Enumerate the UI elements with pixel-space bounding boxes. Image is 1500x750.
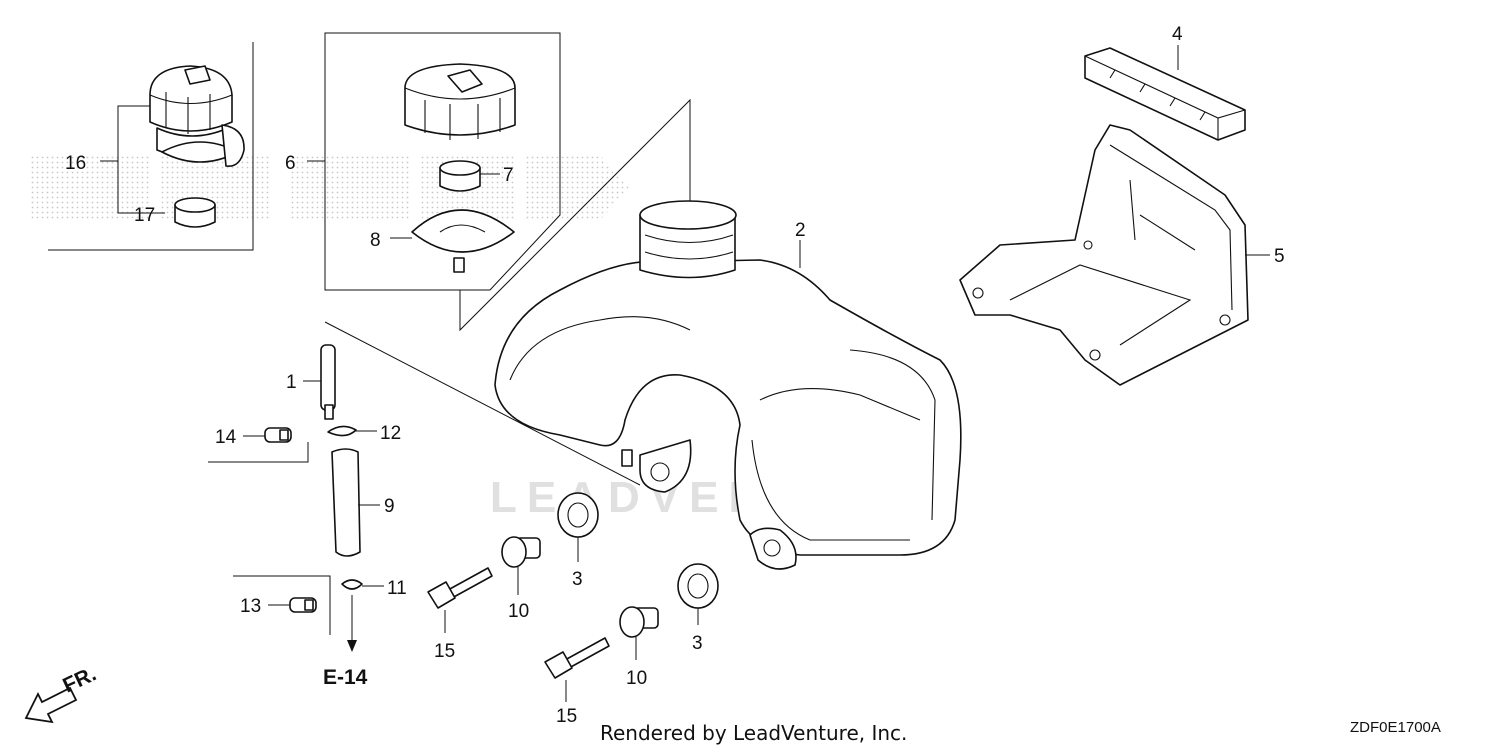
grommet-3-upper — [557, 492, 599, 538]
fuel-cap-16 — [149, 65, 245, 167]
bolt-15-upper — [427, 567, 493, 609]
diagram-code: ZDF0E1700A — [1350, 719, 1441, 736]
clip-12 — [327, 425, 357, 437]
filter-17 — [174, 197, 216, 228]
leader-16-17 — [117, 105, 165, 214]
kit-pointer-line — [459, 98, 691, 332]
callout-3-upper: 3 — [572, 569, 583, 590]
arrow-head-e14 — [347, 640, 357, 652]
callout-3-lower: 3 — [692, 633, 703, 654]
bracket-line-13 — [233, 575, 331, 635]
pointer-line-tank — [324, 321, 641, 486]
clamp-13 — [289, 597, 317, 613]
callout-11: 11 — [387, 578, 407, 599]
callout-4: 4 — [1172, 24, 1183, 45]
clip-11 — [341, 579, 363, 590]
reference-e14: E-14 — [323, 666, 368, 689]
fuel-filter-1 — [320, 344, 336, 420]
callout-5: 5 — [1274, 246, 1285, 267]
filter-7 — [439, 160, 481, 192]
callout-12: 12 — [380, 423, 401, 444]
fuel-tube-9 — [331, 448, 361, 557]
bolt-15-lower — [544, 637, 610, 679]
callout-13: 13 — [240, 596, 261, 617]
brand-logo-watermark — [30, 155, 630, 220]
collar-10-lower — [619, 606, 659, 638]
callout-6: 6 — [285, 153, 296, 174]
callout-10-lower: 10 — [626, 668, 647, 689]
footer-credit: Rendered by LeadVenture, Inc. — [600, 721, 907, 745]
callout-15-lower: 15 — [556, 706, 577, 727]
callout-14: 14 — [215, 427, 237, 448]
kit-boundary-6-8 — [324, 32, 561, 291]
clamp-14 — [264, 427, 292, 443]
callout-10-upper: 10 — [508, 601, 529, 622]
callout-15-upper: 15 — [434, 641, 455, 662]
fuel-cap-6 — [404, 63, 516, 140]
callout-8: 8 — [370, 230, 381, 251]
kit-boundary-line-16-17 — [48, 42, 254, 251]
callout-9: 9 — [384, 496, 395, 517]
callout-7: 7 — [503, 165, 514, 186]
bracket-line-14 — [208, 442, 309, 463]
collar-10-upper — [501, 536, 541, 568]
bracket-5 — [959, 124, 1249, 386]
callout-1: 1 — [286, 372, 297, 393]
pad-4 — [1084, 47, 1246, 141]
callout-2: 2 — [795, 220, 806, 241]
strainer-8 — [411, 209, 515, 273]
grommet-3-lower — [677, 563, 719, 609]
fuel-tank-2 — [494, 200, 962, 570]
callout-17: 17 — [134, 205, 155, 226]
front-direction-arrow — [24, 686, 78, 724]
callout-16: 16 — [65, 153, 86, 174]
